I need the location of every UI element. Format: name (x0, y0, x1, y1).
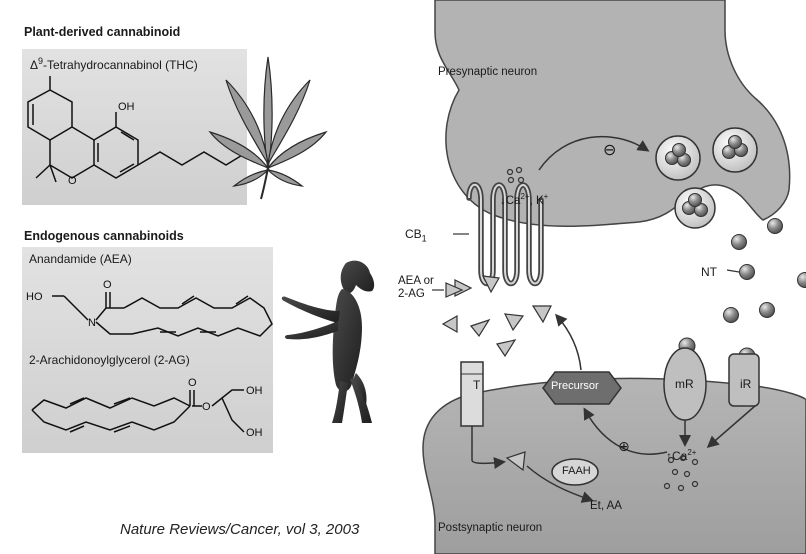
aea-o: O (103, 279, 112, 291)
endo-header: Endogenous cannabinoids (24, 229, 184, 243)
ag-o-ring: O (202, 401, 211, 413)
postsynaptic-label: Postsynaptic neuron (438, 522, 542, 534)
aea-label: Anandamide (AEA) (29, 252, 132, 266)
transporter-label: T (473, 378, 480, 392)
ca-post-label: ↑Ca2+ (666, 448, 696, 463)
cb1-label: CB1 (405, 227, 427, 243)
ion-label: ↓Ca2+, K+ (500, 192, 548, 207)
ag-oh-2: OH (246, 427, 263, 439)
nt-label: NT (701, 265, 717, 279)
presynaptic-label: Presynaptic neuron (438, 66, 537, 78)
aea-structure: HO N O (22, 268, 273, 348)
ag-oh-1: OH (246, 385, 263, 397)
plus-sign: ⊕ (618, 438, 630, 455)
ligand-label: AEA or 2-AG (398, 275, 434, 301)
products-label: Et, AA (590, 500, 622, 512)
presynaptic-terminal (435, 0, 790, 226)
mr-label: mR (675, 377, 694, 391)
plant-header: Plant-derived cannabinoid (24, 25, 180, 39)
ligand-pointer (432, 282, 472, 298)
neurotransmitter-balls (679, 219, 806, 365)
synapse-diagram (395, 0, 806, 554)
citation: Nature Reviews/Cancer, vol 3, 2003 (120, 521, 359, 538)
precursor-label: Precursor (551, 380, 599, 392)
faah-label: FAAH (562, 465, 591, 477)
aea-n: N (88, 317, 96, 329)
transporter (461, 362, 483, 426)
cannabis-leaf-icon (206, 52, 331, 202)
aea-ho: HO (26, 291, 43, 303)
ag-o-ester: O (188, 377, 197, 389)
ag-structure: O O OH OH (22, 370, 273, 450)
ag-label: 2-Arachidonoylglycerol (2-AG) (29, 353, 190, 367)
dog-image (276, 255, 381, 430)
thc-oh: OH (118, 101, 135, 113)
inhibit-sign: ⊖ (603, 140, 616, 160)
ir-label: iR (740, 377, 751, 391)
thc-o: O (68, 175, 77, 187)
